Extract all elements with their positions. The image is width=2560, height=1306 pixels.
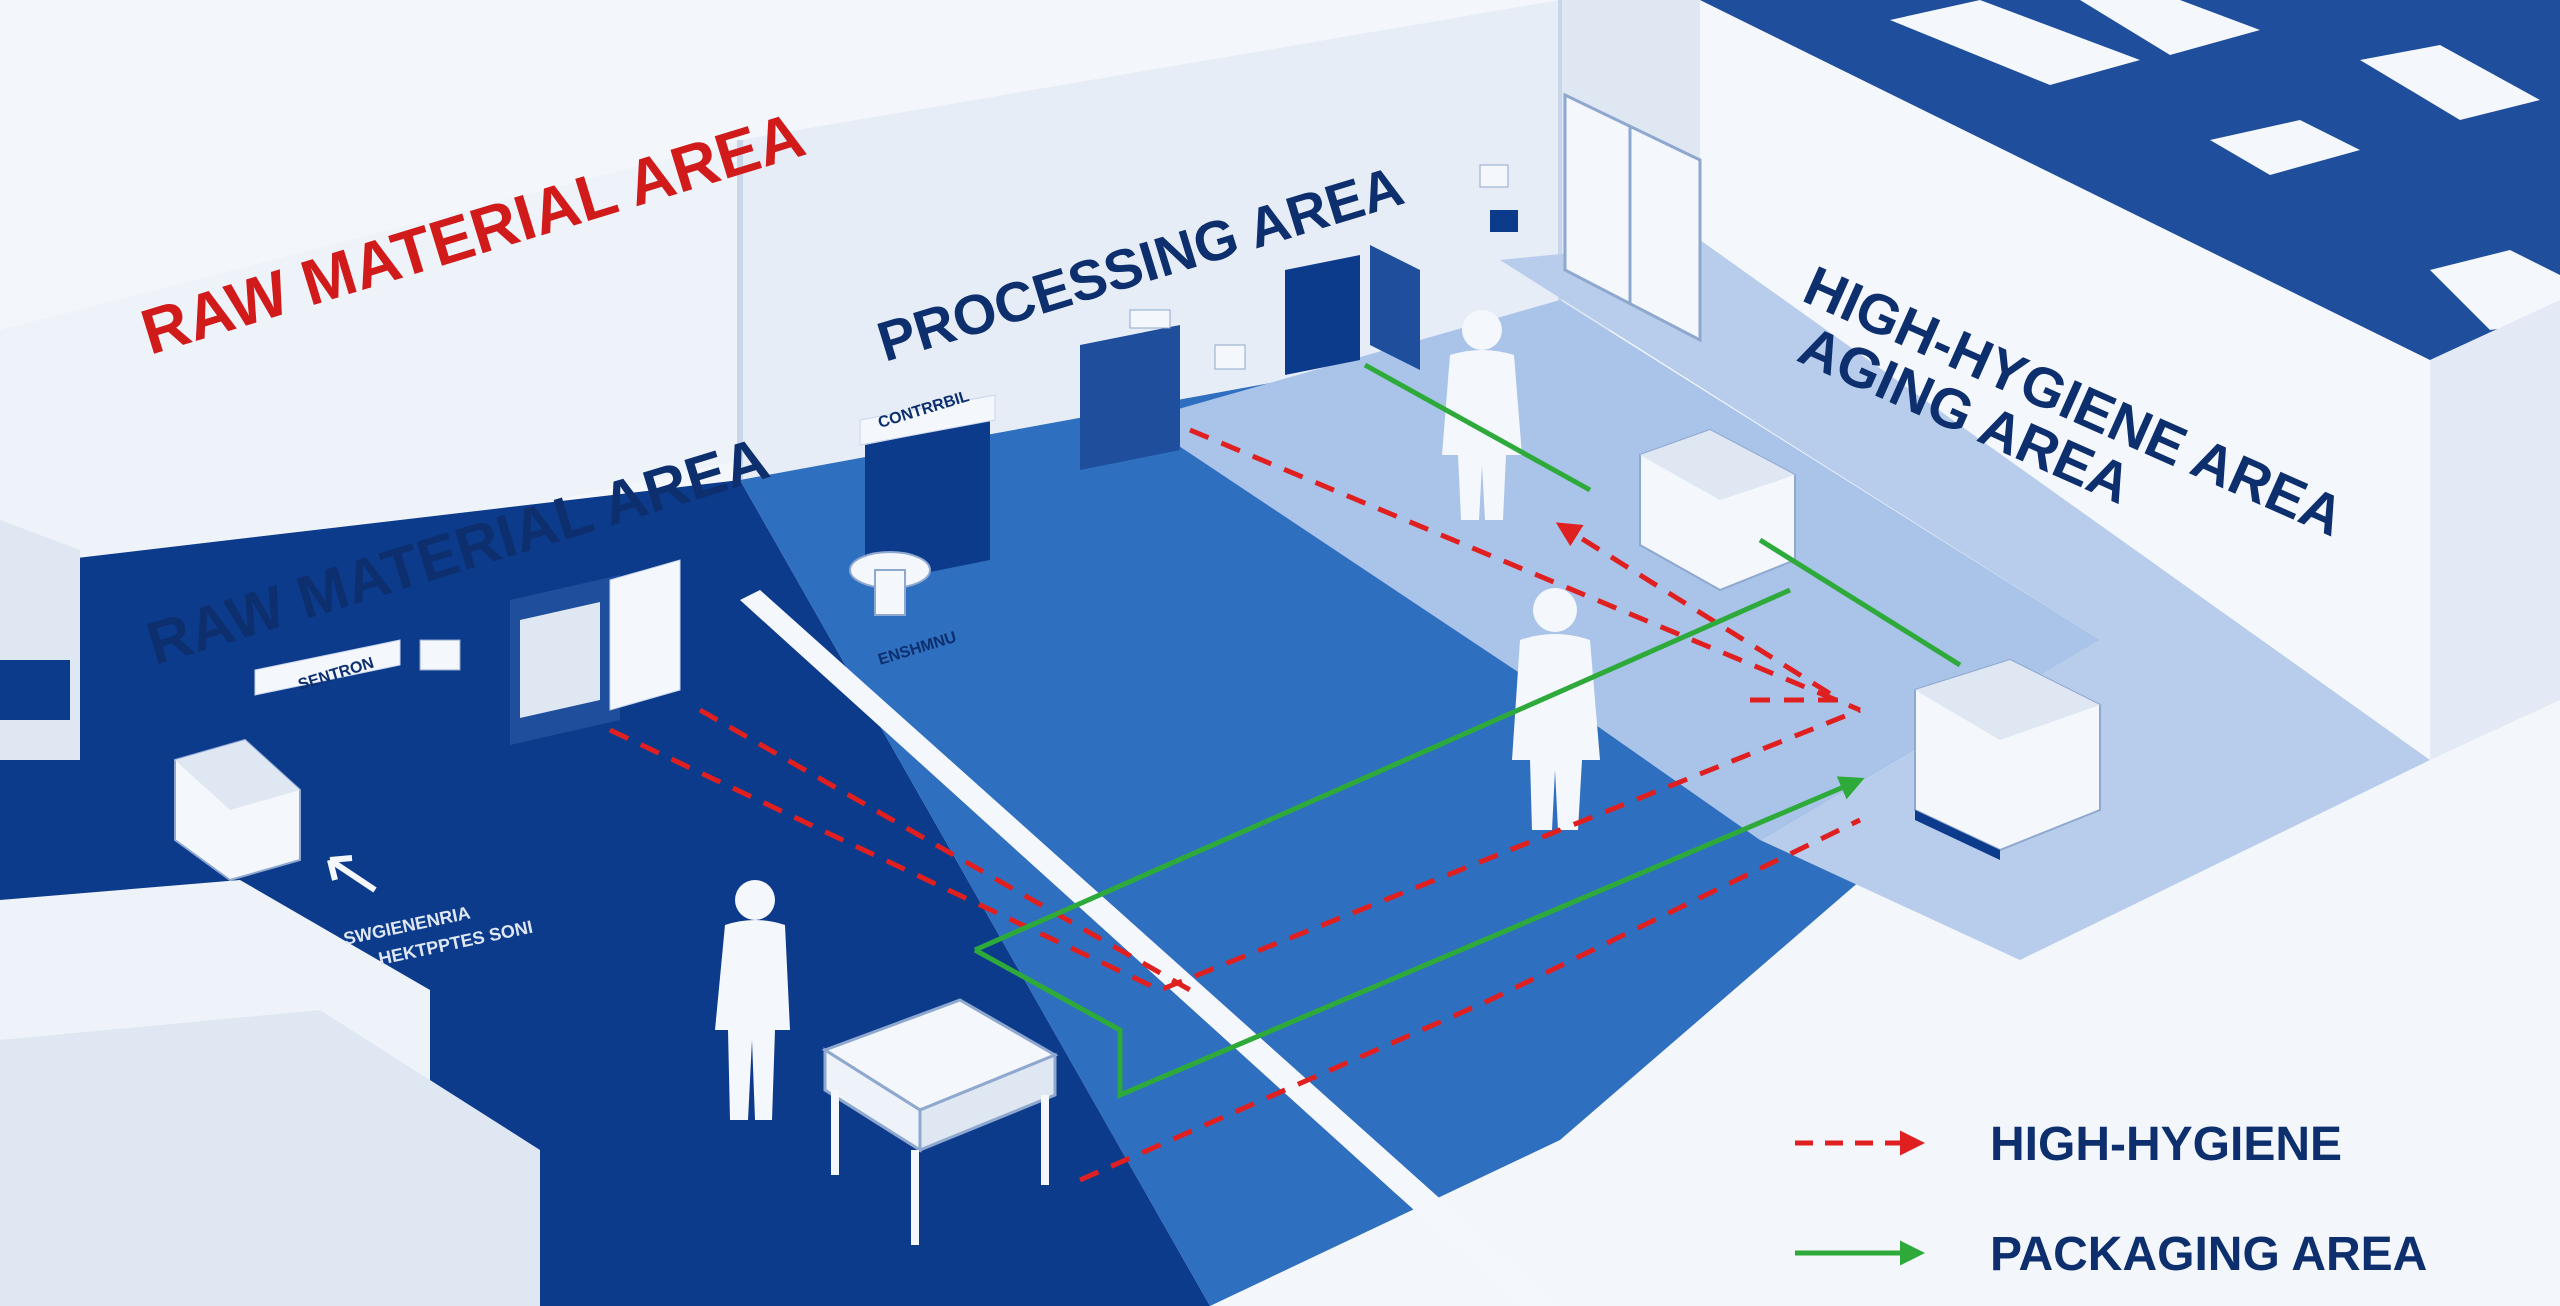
left-pillar-panel — [0, 660, 70, 720]
legend-packaging-label: PACKAGING AREA — [1990, 1228, 2427, 1281]
sink-raw-floor — [821, 998, 1059, 1245]
back-cabinet — [1563, 92, 1702, 343]
high-hygiene-wall — [1700, 0, 2430, 760]
sink-high-hygiene-front — [1914, 658, 2101, 860]
processing-doors — [859, 164, 1518, 585]
left-pillar — [0, 520, 80, 760]
legend: HIGH-HYGIENE PACKAGING AREA — [1795, 1118, 2427, 1281]
sink-processing — [849, 551, 931, 616]
legend-high-hygiene-label: HIGH-HYGIENE — [1990, 1118, 2342, 1171]
high-hygiene-floor-far — [1500, 240, 2430, 960]
roof-skylights — [1890, 0, 2560, 330]
packaging-path — [973, 362, 1962, 1099]
person-high-hygiene-area — [1442, 310, 1522, 520]
person-raw-area — [715, 880, 790, 1120]
floor-arrow-icon — [327, 855, 377, 893]
high-hygiene-floor — [1140, 300, 2100, 840]
floor-divider — [740, 590, 1560, 1306]
foreground-block-2 — [0, 1010, 540, 1306]
sink-raw-wall — [174, 738, 301, 882]
raw-material-doors — [254, 559, 681, 810]
sink-high-hygiene-back — [1639, 428, 1796, 592]
high-hygiene-path — [608, 427, 1862, 1183]
high-hygiene-wall-side — [2430, 300, 2560, 760]
